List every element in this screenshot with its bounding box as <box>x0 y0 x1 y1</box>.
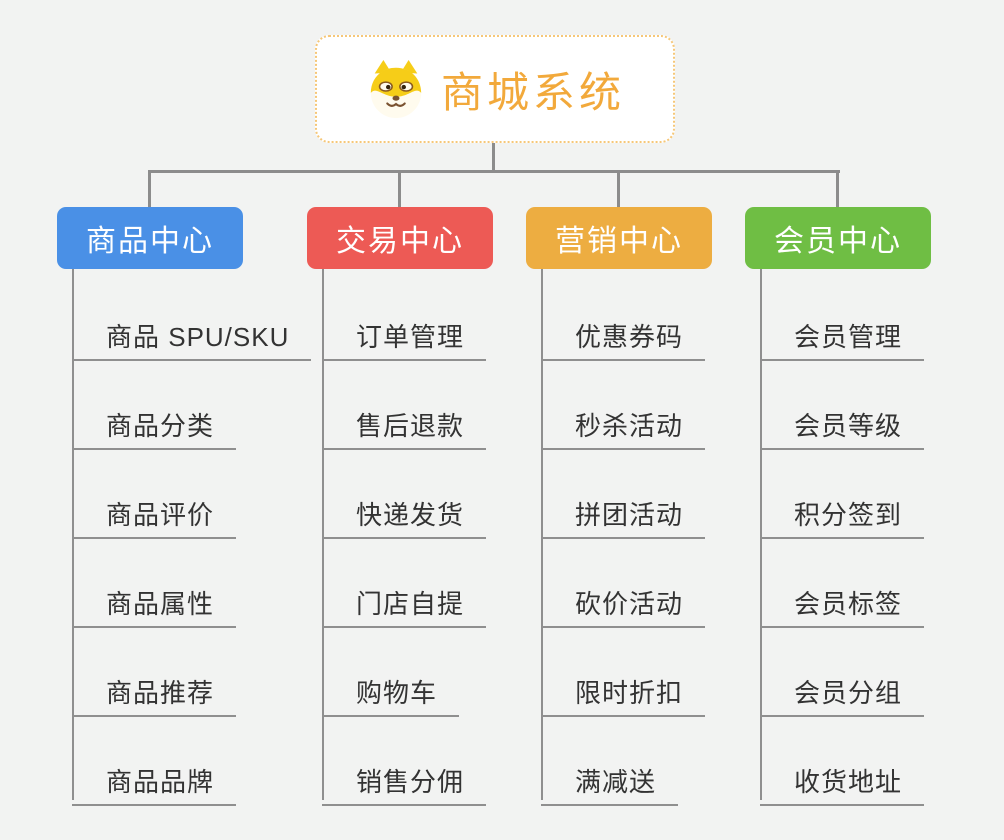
leaf-item[interactable]: 满减送 <box>541 753 679 806</box>
leaf-item[interactable]: 秒杀活动 <box>541 397 706 450</box>
branch-node-marketing-center[interactable]: 营销中心 <box>526 207 712 269</box>
connector-drop-product <box>148 173 151 207</box>
connector-drop-trade <box>398 173 401 207</box>
connector-drop-member <box>836 173 839 207</box>
leaf-item[interactable]: 快递发货 <box>322 486 487 539</box>
branch-column-trade: 交易中心 订单管理 售后退款 快递发货 门店自提 购物车 销售分佣 <box>307 207 577 817</box>
leaf-label: 砍价活动 <box>575 589 684 619</box>
leaf-label: 优惠券码 <box>575 322 684 352</box>
connector-drop-marketing <box>617 173 620 207</box>
connector-branch-spine <box>760 269 762 800</box>
leaf-item[interactable]: 拼团活动 <box>541 486 706 539</box>
leaf-label: 会员管理 <box>794 322 903 352</box>
branch-node-member-center[interactable]: 会员中心 <box>745 207 931 269</box>
leaf-label: 会员分组 <box>794 678 903 708</box>
connector-root-stem <box>492 143 495 171</box>
leaf-item[interactable]: 商品品牌 <box>72 753 237 806</box>
leaf-label: 商品 SPU/SKU <box>106 322 290 352</box>
root-node[interactable]: 商城系统 <box>315 35 675 143</box>
connector-branch-spine <box>541 269 543 800</box>
leaf-item[interactable]: 商品属性 <box>72 575 237 628</box>
leaf-item[interactable]: 订单管理 <box>322 308 487 361</box>
leaf-item[interactable]: 销售分佣 <box>322 753 487 806</box>
leaf-item[interactable]: 门店自提 <box>322 575 487 628</box>
leaf-item[interactable]: 砍价活动 <box>541 575 706 628</box>
branch-label: 商品中心 <box>86 225 214 258</box>
leaf-label: 收货地址 <box>794 767 903 797</box>
leaf-item[interactable]: 会员标签 <box>760 575 925 628</box>
root-title: 商城系统 <box>440 68 625 116</box>
leaf-label: 快递发货 <box>356 500 465 530</box>
leaf-label: 商品分类 <box>106 411 215 441</box>
leaf-label: 销售分佣 <box>356 767 465 797</box>
branch-label: 营销中心 <box>555 225 683 258</box>
leaf-item[interactable]: 会员分组 <box>760 664 925 717</box>
branch-node-trade-center[interactable]: 交易中心 <box>307 207 493 269</box>
leaf-item[interactable]: 商品 SPU/SKU <box>72 308 312 361</box>
leaf-label: 满减送 <box>575 767 657 797</box>
leaf-label: 会员等级 <box>794 411 903 441</box>
leaf-label: 商品推荐 <box>106 678 215 708</box>
leaf-label: 秒杀活动 <box>575 411 684 441</box>
leaf-item[interactable]: 商品分类 <box>72 397 237 450</box>
connector-horizontal-bar <box>148 170 840 173</box>
connector-branch-spine <box>72 269 74 800</box>
leaf-item[interactable]: 购物车 <box>322 664 460 717</box>
leaf-item[interactable]: 限时折扣 <box>541 664 706 717</box>
leaf-item[interactable]: 收货地址 <box>760 753 925 806</box>
leaf-label: 会员标签 <box>794 589 903 619</box>
leaf-label: 拼团活动 <box>575 500 684 530</box>
leaf-item[interactable]: 会员管理 <box>760 308 925 361</box>
branch-node-product-center[interactable]: 商品中心 <box>57 207 243 269</box>
branch-label: 交易中心 <box>336 225 464 258</box>
branch-column-member: 会员中心 会员管理 会员等级 积分签到 会员标签 会员分组 收货地址 <box>745 207 1004 817</box>
leaf-item[interactable]: 积分签到 <box>760 486 925 539</box>
branch-column-marketing: 营销中心 优惠券码 秒杀活动 拼团活动 砍价活动 限时折扣 满减送 <box>526 207 796 817</box>
leaf-label: 订单管理 <box>356 322 465 352</box>
shiba-dog-icon <box>365 58 427 120</box>
branch-column-product: 商品中心 商品 SPU/SKU 商品分类 商品评价 商品属性 商品推荐 商品品牌 <box>57 207 327 817</box>
branch-label: 会员中心 <box>774 225 902 258</box>
leaf-label: 商品品牌 <box>106 767 215 797</box>
leaf-item[interactable]: 会员等级 <box>760 397 925 450</box>
leaf-label: 积分签到 <box>794 500 903 530</box>
leaf-label: 售后退款 <box>356 411 465 441</box>
leaf-item[interactable]: 售后退款 <box>322 397 487 450</box>
leaf-label: 商品评价 <box>106 500 215 530</box>
leaf-label: 限时折扣 <box>575 678 684 708</box>
connector-branch-spine <box>322 269 324 800</box>
leaf-label: 购物车 <box>356 678 438 708</box>
leaf-label: 商品属性 <box>106 589 215 619</box>
leaf-item[interactable]: 优惠券码 <box>541 308 706 361</box>
leaf-label: 门店自提 <box>356 589 465 619</box>
leaf-item[interactable]: 商品推荐 <box>72 664 237 717</box>
leaf-item[interactable]: 商品评价 <box>72 486 237 539</box>
